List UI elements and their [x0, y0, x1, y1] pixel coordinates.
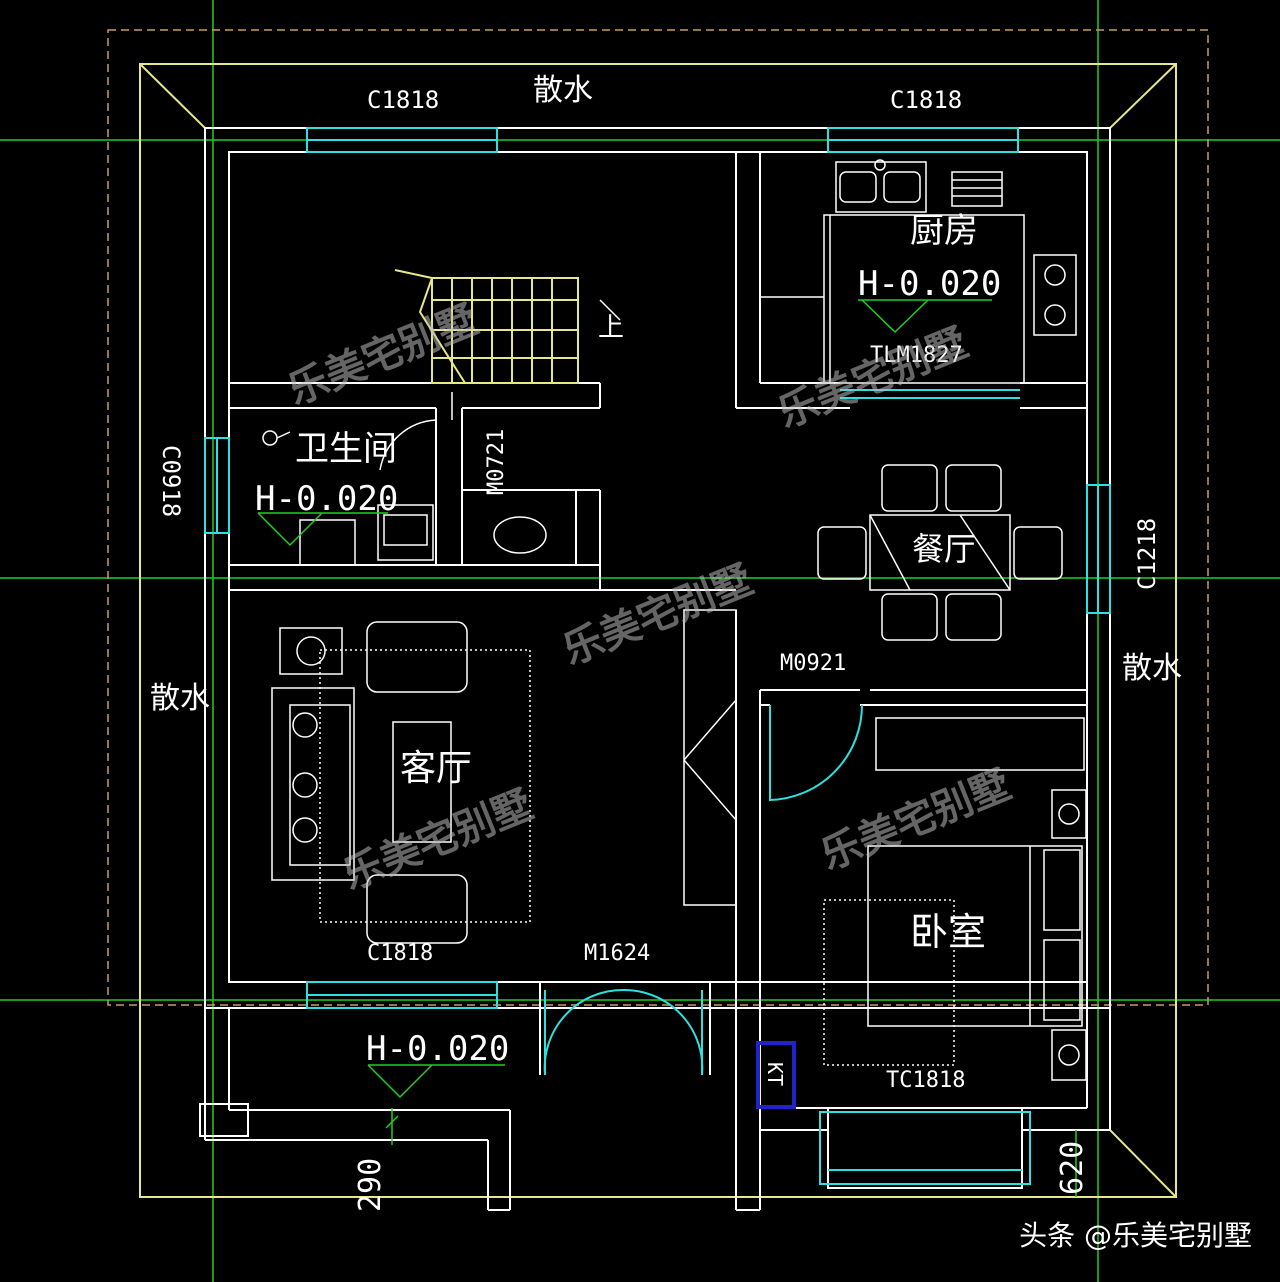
- staircase: [394, 269, 621, 420]
- kitchen-door-label: TLM1827: [870, 343, 963, 368]
- roof-outline: [139, 63, 1177, 1198]
- stairs-up-label: 上: [598, 313, 624, 343]
- apron-left-label: 散水: [150, 681, 210, 716]
- kitchen-fixtures: [760, 159, 1077, 384]
- watermark: 乐美宅别墅: [282, 297, 485, 415]
- watermark: 乐美宅别墅: [772, 320, 975, 438]
- entry-door-label: M1624: [584, 941, 650, 966]
- bathroom-fixtures: [262, 419, 547, 566]
- source-credit: 头条 @乐美宅别墅: [1019, 1219, 1252, 1252]
- bedroom-window-label: TC1818: [886, 1068, 965, 1093]
- outer-dashed-line: [107, 29, 1209, 1006]
- living-furniture: [271, 609, 737, 944]
- watermark: 乐美宅别墅: [557, 557, 760, 675]
- window-top-right-label: C1818: [890, 86, 962, 114]
- bedroom-label: 卧室: [910, 910, 986, 954]
- kitchen-label: 厨房: [910, 211, 978, 251]
- interior-walls: [199, 152, 1110, 1211]
- dining-set: [817, 464, 1063, 641]
- dining-door-label: M0921: [780, 651, 846, 676]
- window-top-left-label: C1818: [367, 86, 439, 114]
- porch-level-label: H-0.020: [366, 1029, 509, 1069]
- dim-290-label: 290: [353, 1158, 388, 1212]
- watermark: 乐美宅别墅: [815, 762, 1018, 880]
- living-label: 客厅: [400, 748, 472, 789]
- doors: [543, 704, 863, 1076]
- dimension-lines: [385, 1108, 1077, 1197]
- level-markers: [257, 299, 992, 1099]
- window-right-label: C1218: [1133, 518, 1161, 590]
- dining-label: 餐厅: [912, 530, 976, 568]
- dim-620-label: 620: [1055, 1141, 1090, 1195]
- window-left-label: C0918: [157, 445, 185, 517]
- kitchen-level-label: H-0.020: [858, 264, 1001, 304]
- bathroom-label: 卫生间: [295, 429, 397, 469]
- bath-door-label: M0721: [484, 429, 509, 495]
- ac-label: KT: [763, 1062, 787, 1086]
- watermarks: 乐美宅别墅 乐美宅别墅 乐美宅别墅 乐美宅别墅 乐美宅别墅: [282, 297, 1018, 900]
- bedroom-furniture: [823, 717, 1087, 1081]
- apron-right-label: 散水: [1122, 651, 1182, 686]
- watermark: 乐美宅别墅: [337, 782, 540, 900]
- ac-unit-box: [756, 1041, 796, 1109]
- windows: [204, 127, 1111, 1009]
- apron-top-label: 散水: [533, 73, 593, 108]
- window-bottom-left-label: C1818: [367, 941, 433, 966]
- labels: 散水 散水 散水 C1818 C1818 C0918 C1218 C1818 厨…: [150, 73, 1182, 1212]
- bathroom-level-label: H-0.020: [255, 479, 398, 519]
